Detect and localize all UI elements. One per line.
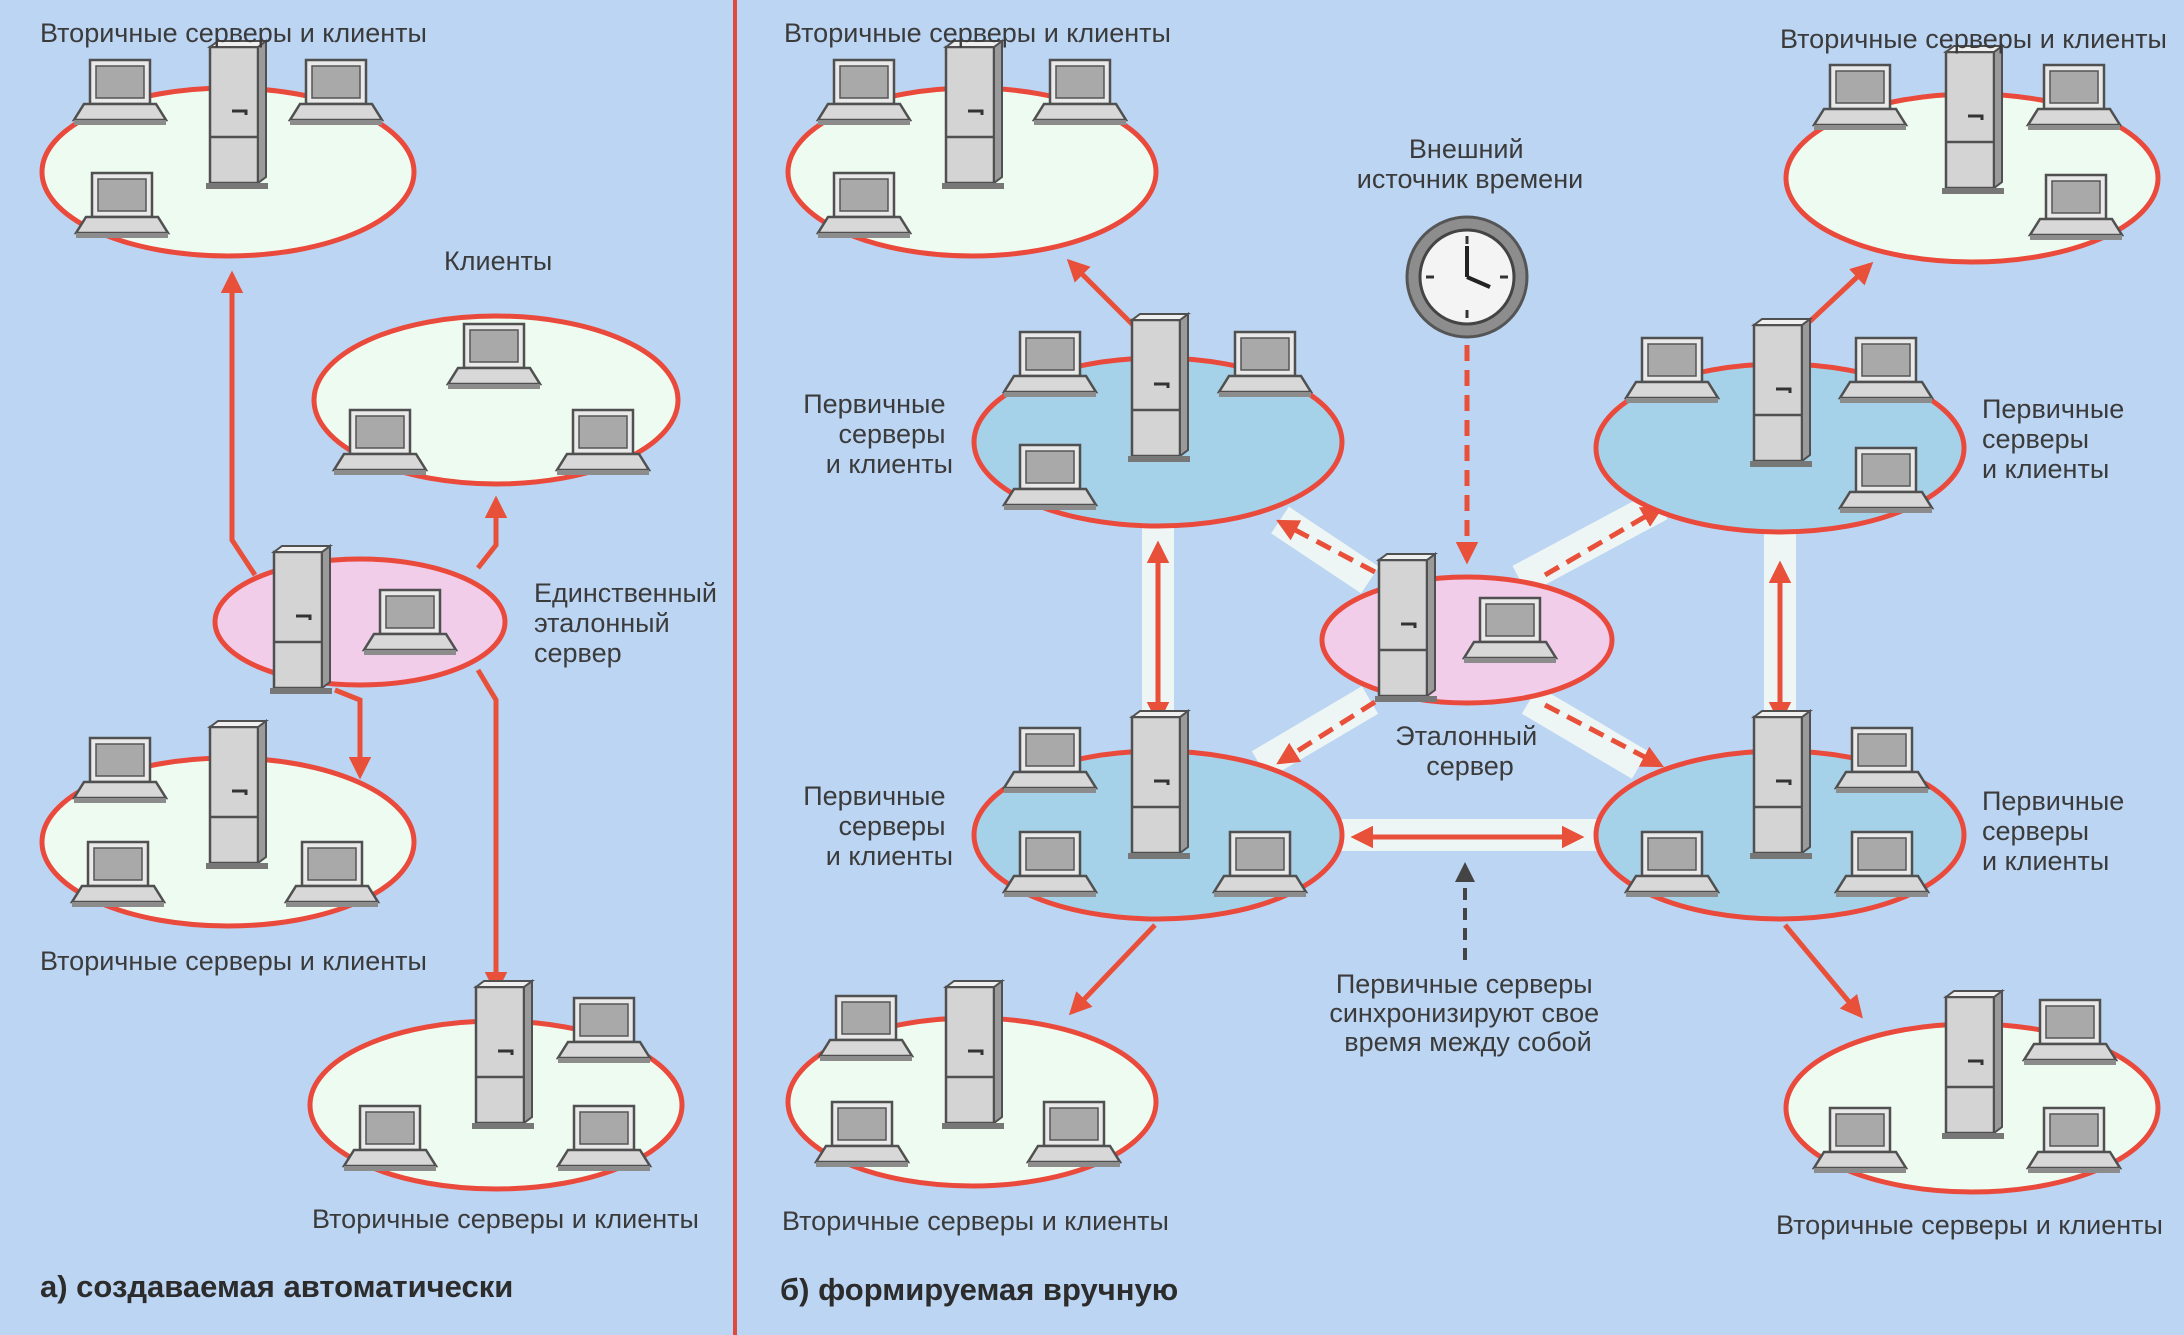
reference-ellipse [212, 556, 508, 688]
label-secondary-br: Вторичные серверы и клиенты [1776, 1210, 2163, 1240]
right-primary-tr-group [1593, 317, 1967, 535]
reference-ellipse [1319, 574, 1615, 706]
sync-note-arrowhead [1455, 862, 1475, 882]
server-tower-icon [1748, 317, 1814, 469]
server-tower-icon [1940, 44, 2006, 196]
right-reference-group [1319, 552, 1615, 706]
label-secondary-bl: Вторичные серверы и клиенты [782, 1206, 1169, 1236]
arrow-to-secondary-bottom [475, 668, 508, 995]
laptop-icon [816, 58, 912, 127]
left-clients-group [311, 313, 681, 487]
server-tower-icon [1126, 312, 1192, 464]
sync-arrows [1146, 540, 1792, 849]
server-tower-icon [204, 719, 270, 871]
left-secondary-top-group [39, 39, 417, 259]
right-secondary-tr-group [1783, 44, 2161, 265]
label-external-source: Внешний источник времени [1357, 134, 1583, 194]
clock-icon [1405, 215, 1529, 339]
laptop-icon [1812, 63, 1908, 132]
laptop-icon [1032, 58, 1128, 127]
laptop-icon [72, 58, 168, 127]
server-tower-icon [1748, 709, 1814, 861]
label-primary-br: Первичные серверы и клиенты [1982, 786, 2132, 876]
arrow-to-secondary-mid [334, 687, 372, 780]
right-primary-br-group [1593, 709, 1967, 922]
label-secondary-top: Вторичные серверы и клиенты [40, 18, 427, 48]
reference-dashed-arrows [1276, 345, 1664, 768]
label-sync-note: Первичные серверы синхронизируют свое вр… [1329, 969, 1606, 1057]
right-primary-tl-group [971, 312, 1345, 529]
left-arrows [220, 270, 508, 995]
server-tower-icon [1373, 552, 1439, 704]
left-reference-group [212, 544, 508, 696]
label-primary-tl: Первичные серверы и клиенты [803, 389, 953, 479]
label-secondary-tr: Вторичные серверы и клиенты [1780, 24, 2167, 54]
server-tower-icon [1940, 989, 2006, 1141]
label-reference: Эталонный сервер [1395, 721, 1544, 781]
server-tower-icon [268, 544, 334, 696]
right-secondary-tl-group [785, 39, 1159, 259]
caption-right: б) формируемая вручную [780, 1272, 1178, 1307]
caption-left: а) создаваемая автоматически [40, 1269, 513, 1304]
label-primary-bl: Первичные серверы и клиенты [803, 781, 953, 871]
label-primary-tr: Первичные серверы и клиенты [1982, 394, 2132, 484]
label-clients: Клиенты [444, 246, 552, 276]
right-secondary-bl-group [785, 979, 1159, 1189]
server-tower-icon [470, 979, 536, 1131]
arrow-to-clients [476, 495, 508, 570]
left-secondary-mid-group [39, 719, 417, 929]
label-secondary-mid: Вторичные серверы и клиенты [40, 946, 427, 976]
laptop-icon [2026, 63, 2122, 132]
server-tower-icon [1126, 709, 1192, 861]
label-secondary-tl: Вторичные серверы и клиенты [784, 18, 1171, 48]
left-secondary-bottom-group [307, 979, 685, 1192]
label-sole-reference: Единственный эталонный сервер [534, 578, 725, 668]
server-tower-icon [940, 39, 1006, 191]
label-secondary-bottom: Вторичные серверы и клиенты [312, 1204, 699, 1234]
laptop-icon [288, 58, 384, 127]
server-tower-icon [204, 39, 270, 191]
server-tower-icon [940, 979, 1006, 1131]
right-primary-bl-group [971, 709, 1345, 922]
right-secondary-br-group [1783, 989, 2161, 1195]
arrow-to-secondary-top [220, 270, 258, 577]
